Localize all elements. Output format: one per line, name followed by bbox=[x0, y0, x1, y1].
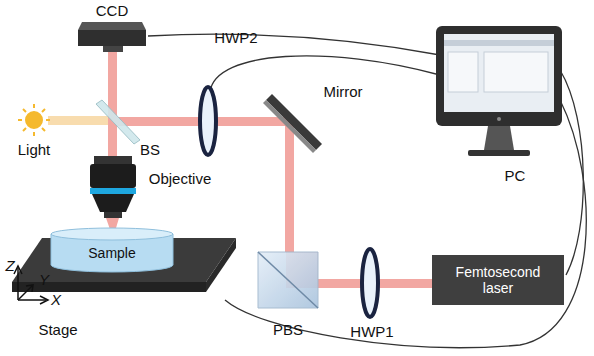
axis-label: Z bbox=[5, 258, 14, 275]
axis-label: Y bbox=[39, 272, 49, 289]
light-source bbox=[18, 104, 50, 136]
component-label: HWP1 bbox=[350, 324, 393, 341]
component-label: Light bbox=[18, 142, 51, 159]
beam-splitter bbox=[96, 100, 140, 144]
half-wave-plate bbox=[362, 249, 378, 317]
node-text: Femtosecond laser bbox=[440, 264, 556, 296]
polarizing-beam-splitter bbox=[258, 252, 318, 308]
node-text: Sample bbox=[88, 245, 135, 261]
half-wave-plate bbox=[200, 87, 216, 155]
light-beam bbox=[48, 116, 112, 125]
component-label: Mirror bbox=[323, 84, 362, 101]
axis-label: X bbox=[51, 292, 61, 309]
device-label: Stage bbox=[38, 322, 77, 339]
component-label: HWP2 bbox=[214, 30, 257, 47]
component-label: Objective bbox=[149, 171, 212, 188]
component-label: PBS bbox=[273, 322, 303, 339]
mirror bbox=[263, 94, 322, 153]
laser-box: Femtosecond laser bbox=[432, 255, 564, 305]
ccd-camera bbox=[78, 22, 146, 52]
device-label: PC bbox=[505, 168, 526, 185]
objective-lens bbox=[90, 156, 136, 218]
component-label: BS bbox=[140, 142, 160, 159]
device-label: CCD bbox=[96, 3, 129, 20]
computer-monitor bbox=[436, 26, 562, 156]
sample-cylinder: Sample bbox=[50, 233, 174, 267]
cables bbox=[148, 34, 586, 347]
